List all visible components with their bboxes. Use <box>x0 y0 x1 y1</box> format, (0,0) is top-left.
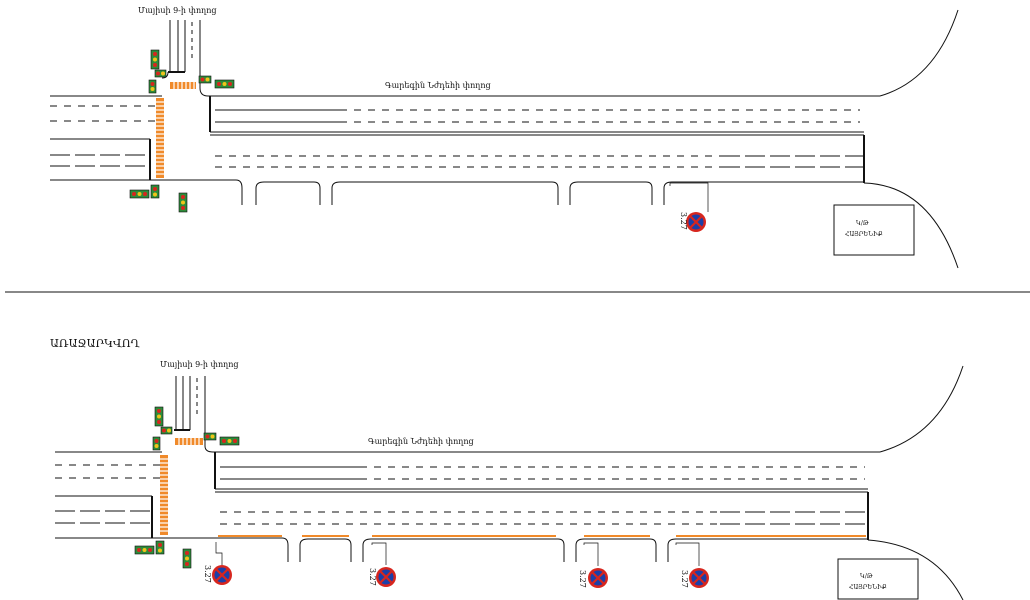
traffic-light-icon <box>182 548 192 569</box>
building-name: ՀԱՅՐԵՆԻՔ <box>845 231 883 238</box>
traffic-light-icon <box>150 49 160 70</box>
main-road <box>55 365 964 600</box>
main-street-label: Գարեգին Նժդեհի փողոց <box>368 437 474 446</box>
no-stopping-sign-icon <box>675 542 709 588</box>
traffic-light-icon <box>219 436 240 446</box>
traffic-light-icon <box>134 545 155 555</box>
traffic-light-icon <box>129 189 150 199</box>
building-label: Կ/Թ <box>860 573 873 580</box>
main-street-label: Գարեգին Նժդեհի փողոց <box>385 81 491 90</box>
traffic-light-icon <box>198 75 212 84</box>
traffic-light-icon <box>160 426 173 435</box>
main-road <box>50 9 959 269</box>
side-street-label: Մայիսի 9-ի փողոց <box>138 6 217 15</box>
traffic-light-icon <box>148 79 157 94</box>
no-stopping-sign-icon <box>212 542 232 585</box>
traffic-light-icon <box>154 69 167 78</box>
traffic-light-icon <box>214 79 235 89</box>
sign-code-label: 3.27 <box>680 570 689 588</box>
building-label: Կ/Թ <box>856 220 869 227</box>
no-stopping-sign-icon <box>669 182 709 232</box>
building-box <box>833 204 915 256</box>
sign-code-label: 3.27 <box>203 565 212 583</box>
traffic-light-icon <box>178 192 188 213</box>
traffic-light-icon <box>155 540 165 555</box>
side-street-label: Մայիսի 9-ի փողոց <box>160 360 239 369</box>
sign-code-label: 3.27 <box>578 570 587 588</box>
proposed-plan: ԱՌԱՋԱՐԿՎՈՂ Մայիսի 9-ի փողոց <box>50 337 964 600</box>
traffic-light-icon <box>152 436 161 451</box>
existing-plan: Մայիսի 9-ի փողոց <box>50 6 959 269</box>
building-name: ՀԱՅՐԵՆԻՔ <box>849 584 887 591</box>
sign-code-label: 3.27 <box>679 212 688 230</box>
no-stopping-sign-icon <box>583 542 608 588</box>
proposed-heading: ԱՌԱՋԱՐԿՎՈՂ <box>50 337 141 350</box>
no-stopping-sign-icon <box>371 542 396 587</box>
traffic-light-icon <box>150 184 160 199</box>
sign-code-label: 3.27 <box>368 568 377 586</box>
building-box <box>837 558 919 600</box>
traffic-light-icon <box>154 406 164 427</box>
traffic-light-icon <box>203 432 217 441</box>
